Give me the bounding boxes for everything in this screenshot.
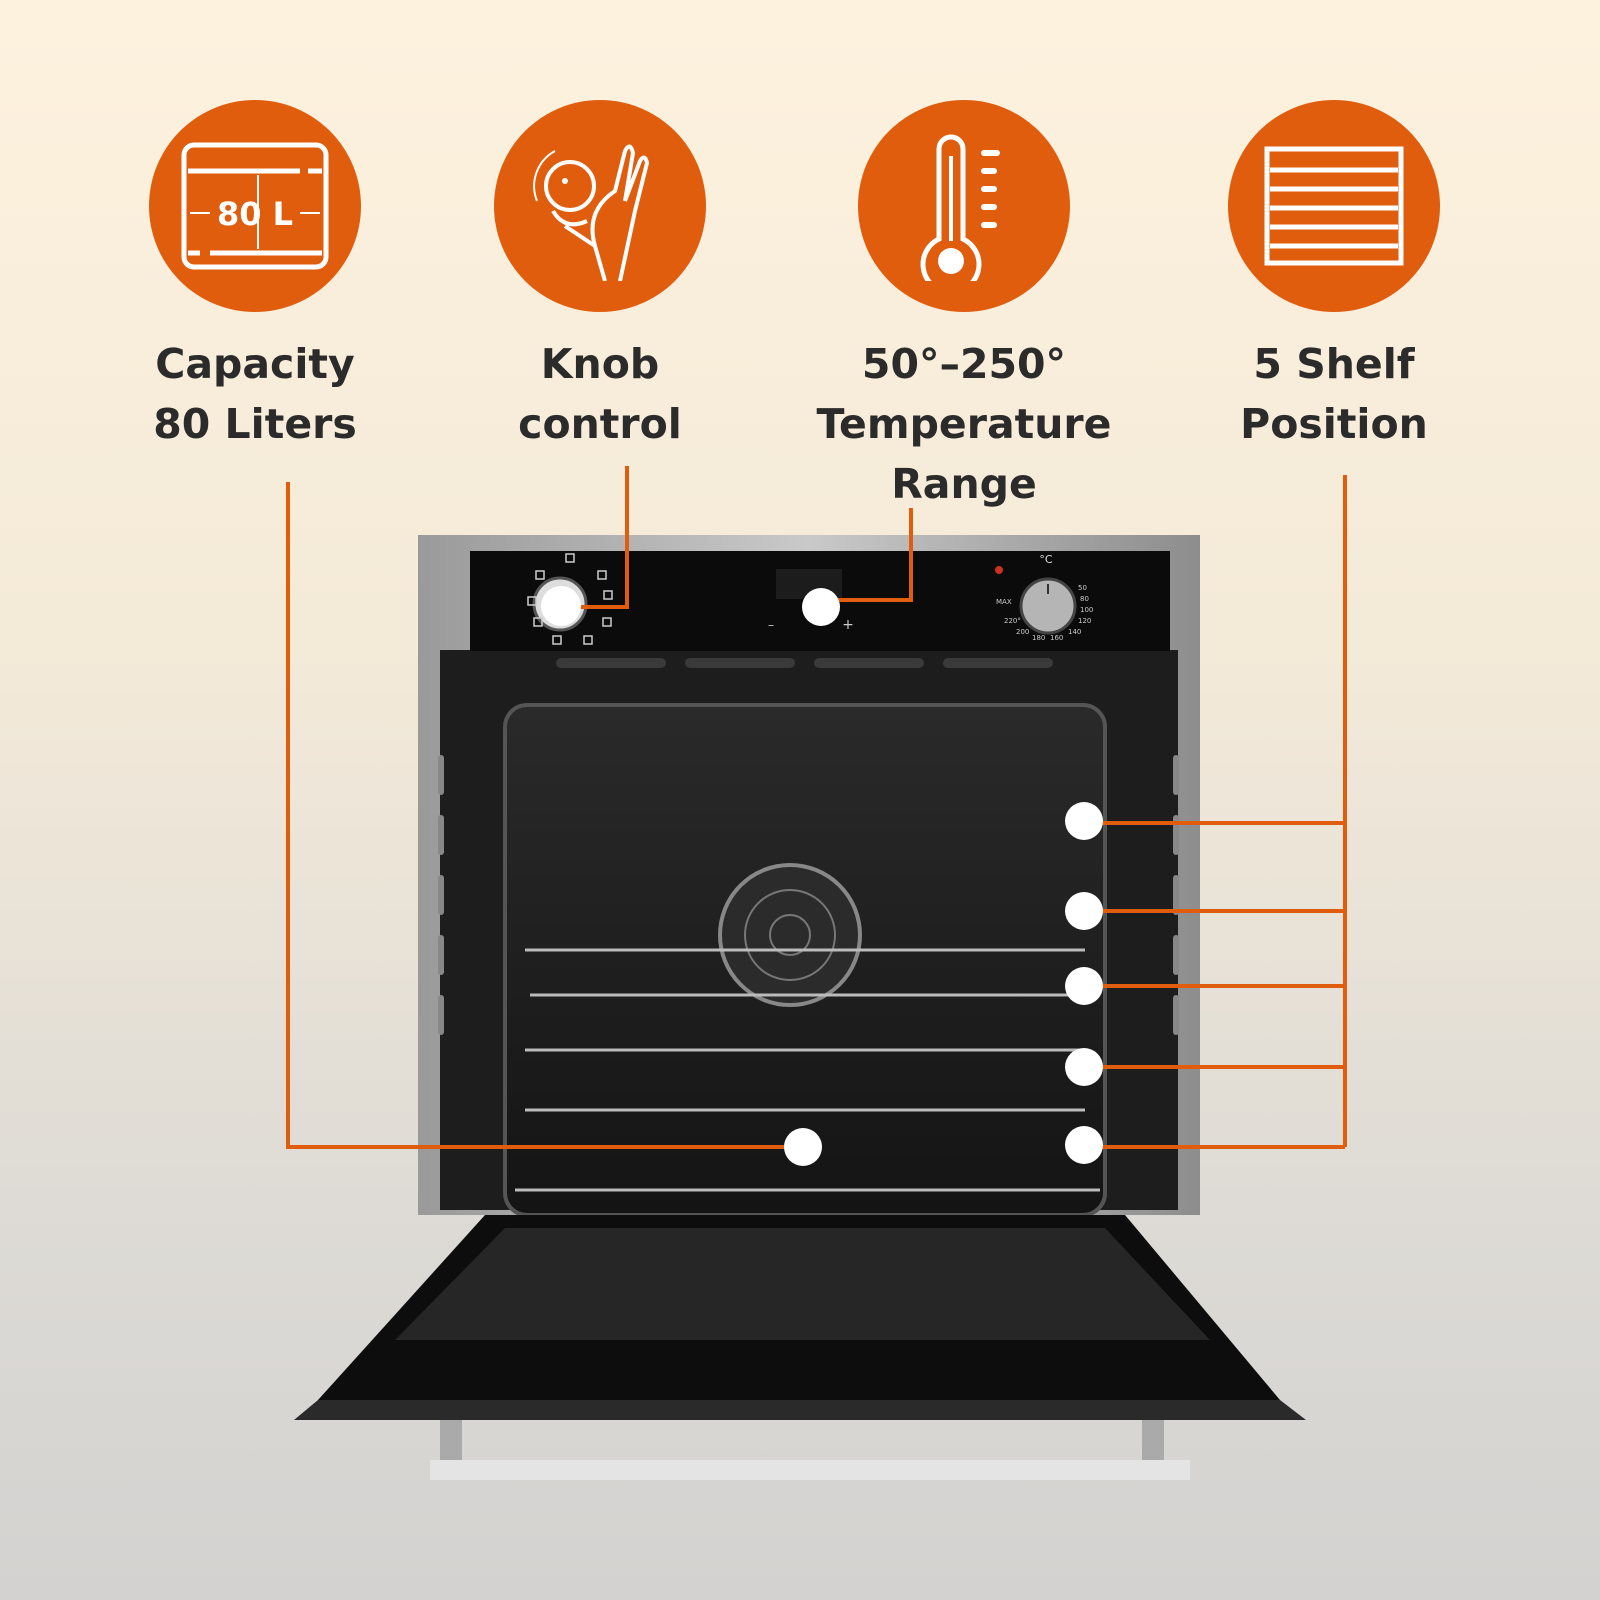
feature-label: 5 Shelf Position bbox=[1154, 334, 1514, 454]
dial-mark: 50 bbox=[1078, 584, 1087, 592]
timer-minus-button[interactable]: – bbox=[768, 618, 774, 632]
feature-shelves: 5 Shelf Position bbox=[1154, 100, 1514, 454]
knob-badge bbox=[494, 100, 706, 312]
label-line: 80 Liters bbox=[153, 400, 357, 448]
knob-marker bbox=[541, 586, 581, 626]
capacity-marker bbox=[784, 1128, 822, 1166]
temperature-knob[interactable] bbox=[1019, 577, 1077, 635]
vents bbox=[556, 658, 1053, 668]
temperature-marker bbox=[802, 588, 840, 626]
dial-mark: 200 bbox=[1016, 628, 1029, 636]
dial-mark: 140 bbox=[1068, 628, 1081, 636]
thermometer-icon bbox=[920, 134, 1000, 281]
oven-capacity-icon: 80 L bbox=[181, 142, 329, 270]
knob-callout-line bbox=[560, 466, 629, 609]
temp-unit-label: °C bbox=[1039, 553, 1053, 566]
shelf-rack-icon bbox=[1264, 146, 1404, 266]
dial-mark: MAX bbox=[996, 598, 1012, 606]
feature-label: Capacity 80 Liters bbox=[75, 334, 435, 454]
shelves-badge bbox=[1228, 100, 1440, 312]
label-line: control bbox=[518, 400, 682, 448]
feature-capacity: 80 L Capacity 80 Liters bbox=[75, 100, 435, 454]
feature-label: Knob control bbox=[420, 334, 780, 454]
oven-base bbox=[430, 1460, 1190, 1480]
shelf-marker bbox=[1065, 967, 1103, 1005]
feature-label: 50°–250° Temperature Range bbox=[784, 334, 1144, 514]
label-line: 50°–250° bbox=[861, 340, 1067, 388]
wire-racks bbox=[515, 948, 1100, 1192]
hand-turning-knob-icon bbox=[533, 144, 650, 281]
dial-mark: 220° bbox=[1004, 617, 1021, 625]
label-line: Capacity bbox=[155, 340, 355, 388]
shelf-marker bbox=[1065, 1048, 1103, 1086]
label-line: Position bbox=[1240, 400, 1428, 448]
temp-dial-marks: 50 80 100 120 140 160 180 200 220° MAX bbox=[996, 584, 1093, 642]
label-line: 5 Shelf bbox=[1253, 340, 1415, 388]
power-indicator-light bbox=[995, 566, 1003, 574]
dial-mark: 80 bbox=[1080, 595, 1089, 603]
timer-plus-button[interactable]: + bbox=[842, 617, 854, 633]
capacity-badge: 80 L bbox=[149, 100, 361, 312]
function-symbols bbox=[527, 553, 613, 645]
shelf-marker bbox=[1065, 1126, 1103, 1164]
temperature-callout-line bbox=[816, 508, 913, 602]
dial-mark: 160 bbox=[1050, 634, 1063, 642]
label-line: Range bbox=[891, 460, 1037, 508]
door-glass bbox=[395, 1228, 1210, 1340]
dial-mark: 180 bbox=[1032, 634, 1045, 642]
convection-fan bbox=[718, 863, 862, 1007]
shelf-marker bbox=[1065, 802, 1103, 840]
dial-mark: 100 bbox=[1080, 606, 1093, 614]
capacity-icon-text: 80 L bbox=[217, 195, 293, 233]
label-line: Temperature bbox=[816, 400, 1112, 448]
side-slots bbox=[438, 755, 1179, 1035]
label-line: Knob bbox=[540, 340, 660, 388]
feature-temperature: 50°–250° Temperature Range bbox=[784, 100, 1144, 514]
dial-mark: 120 bbox=[1078, 617, 1091, 625]
temperature-badge bbox=[858, 100, 1070, 312]
shelf-marker bbox=[1065, 892, 1103, 930]
capacity-callout-line bbox=[286, 482, 802, 1149]
feature-knob: Knob control bbox=[420, 100, 780, 454]
